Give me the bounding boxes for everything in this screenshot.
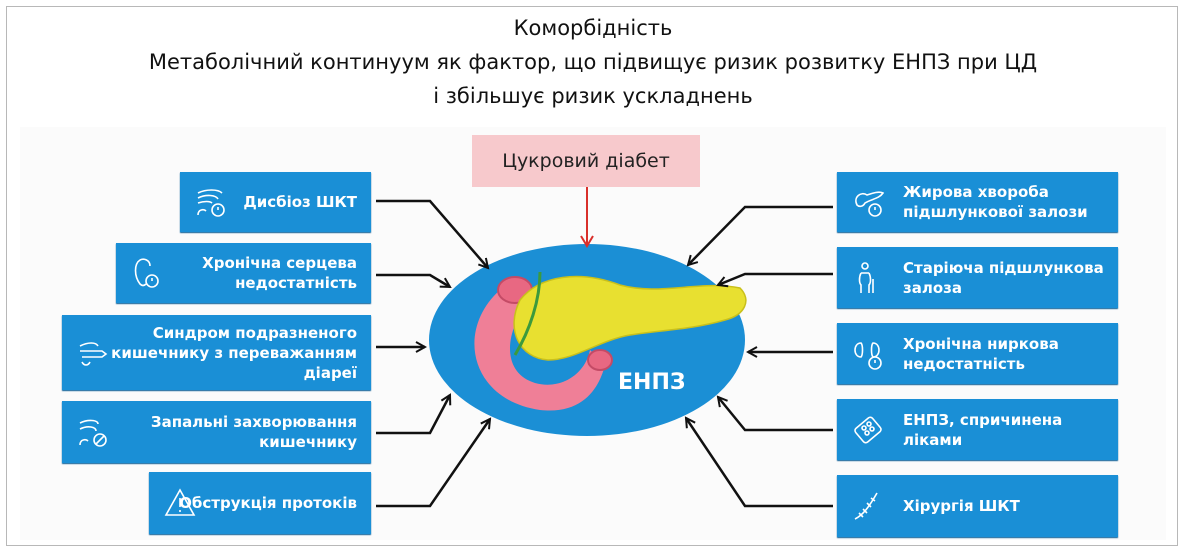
factor-label: Синдром подразненого кишечнику з переваж… xyxy=(111,323,357,382)
factor-label: Хірургія ШКТ xyxy=(903,497,1020,515)
arrow-right-1 xyxy=(688,205,833,265)
arrow-right-4 xyxy=(718,397,833,432)
heart-alert-icon xyxy=(134,258,159,288)
enpz-label: ЕНПЗ xyxy=(618,370,686,395)
warning-triangle-icon xyxy=(164,488,196,516)
frame-border xyxy=(6,6,1178,546)
arrow-right-2 xyxy=(718,272,833,285)
factor-label: Хронічна ниркова недостатність xyxy=(903,334,1059,373)
diabetes-box: Цукровий діабет xyxy=(472,135,700,187)
arrow-left-1 xyxy=(376,199,488,268)
factor-ibs-d: Синдром подразненого кишечнику з переваж… xyxy=(62,315,371,390)
factor-label: Запальні захворювання кишечнику xyxy=(150,413,357,451)
title-line-2: Метаболічний континуум як фактор, що під… xyxy=(148,50,1038,74)
factor-label: ЕНПЗ, спричинена ліками xyxy=(903,410,1063,449)
title-line-1: Коморбідність xyxy=(513,16,673,40)
elderly-person-icon xyxy=(858,261,874,293)
factor-gi-surgery: Хірургія ШКТ xyxy=(837,475,1118,537)
pill-blister-icon xyxy=(854,415,882,444)
factor-drug-induced: ЕНПЗ, спричинена ліками xyxy=(837,399,1118,460)
pancreas-illustration xyxy=(513,271,747,361)
factor-ckd: Хронічна ниркова недостатність xyxy=(837,323,1118,384)
arrow-right-5 xyxy=(686,418,833,508)
factor-ibd: Запальні захворювання кишечнику xyxy=(62,401,371,463)
factor-aging-pancreas: Старіюча підшлункова залоза xyxy=(837,247,1118,308)
kidney-alert-icon xyxy=(854,341,882,370)
factor-dysbiosis: Дисбіоз ШКТ xyxy=(180,172,371,232)
factor-label: Хронічна серцева недостатність xyxy=(202,254,357,292)
factor-label: Обструкція протоків xyxy=(179,494,357,512)
pancreas-alert-icon xyxy=(855,191,885,217)
arrow-left-2 xyxy=(376,273,450,289)
gut-alert-icon xyxy=(197,189,225,217)
arrow-left-4 xyxy=(376,395,450,435)
factor-label: Дисбіоз ШКТ xyxy=(243,193,357,211)
title-line-3: і збільшує ризик ускладнень xyxy=(433,84,753,108)
factor-label: Старіюча підшлункова залоза xyxy=(903,258,1104,297)
gut-flow-icon xyxy=(79,341,108,366)
gut-blocked-icon xyxy=(79,419,107,447)
factor-duct-obstruction: Обструкція протоків xyxy=(149,472,371,534)
factor-label: Жирова хвороба підшлункової залози xyxy=(903,183,1088,221)
factor-fatty-pancreas: Жирова хвороба підшлункової залози xyxy=(837,172,1118,232)
factor-heart-failure: Хронічна серцева недостатність xyxy=(116,243,371,303)
surgery-suture-icon xyxy=(854,492,878,520)
arrow-left-5 xyxy=(376,419,490,508)
